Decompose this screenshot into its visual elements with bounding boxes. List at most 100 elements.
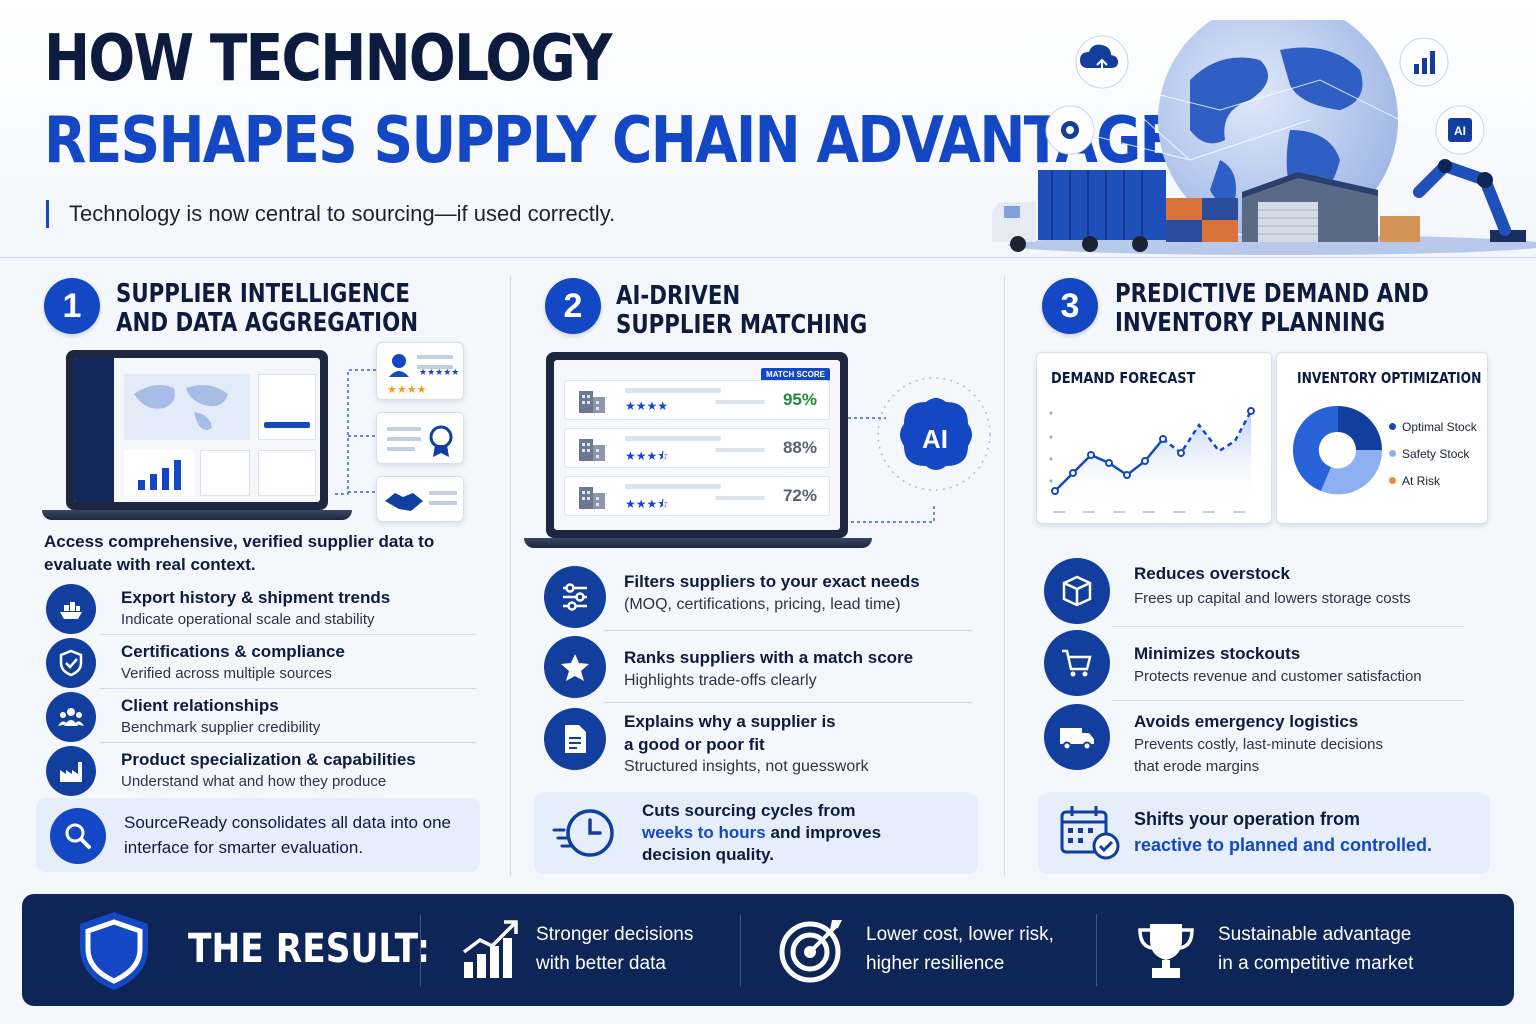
legend-item: Optimal Stock [1389,413,1477,440]
laptop-base [524,538,872,548]
inventory-title: INVENTORY OPTIMIZATION [1297,369,1482,387]
supplier-match-row[interactable]: ★★★⯪ 72% [564,476,830,516]
svg-text:AI: AI [1454,124,1466,138]
building-icon [579,391,605,413]
world-map-icon [124,374,250,440]
column-divider [510,276,511,876]
match-score-value: 95% [782,390,817,409]
feature-title: Reduces overstock [1134,564,1290,583]
section2-title: AI-DRIVEN SUPPLIER MATCHING [616,281,868,340]
divider [740,914,741,986]
section2-callout: Cuts sourcing cycles from weeks to hours… [534,792,978,874]
section3-callout: Shifts your operation from reactive to p… [1038,792,1490,874]
certificate-badge-icon [387,425,453,457]
legend-item: At Risk [1389,467,1477,494]
result-item-3: Sustainable advantage in a competitive m… [1218,924,1414,974]
box-icon [1044,558,1110,624]
section2-number-badge: 2 [545,278,601,334]
feature-desc: Structured insights, not guesswork [624,758,869,775]
supplier-dashboard-laptop [66,350,328,510]
user-rating-icon: ★★★★ ★★★★★ [387,354,459,396]
feature-desc-line1: Prevents costly, last-minute decisions [1134,736,1383,753]
feature-desc: Frees up capital and lowers storage cost… [1134,590,1411,607]
feature-desc: Verified across multiple sources [121,665,332,682]
divider [100,634,476,635]
trophy-icon [1138,924,1194,978]
cloud-upload-icon [1075,35,1129,89]
inventory-optimization-card: INVENTORY OPTIMIZATION Optimal Stock Saf… [1276,352,1488,524]
match-score-value: 88% [782,438,817,457]
ai-chip-icon: AI [1435,105,1485,155]
result-item-1: Stronger decisions with better data [536,924,694,974]
feature-title-line1: Explains why a supplier is [624,712,836,731]
factory-icon [46,746,96,796]
feature-title: Ranks suppliers with a match score [624,648,914,667]
feature-desc: Benchmark supplier credibility [121,719,321,736]
page-title-line1: HOW TECHNOLOGY [44,22,613,96]
supplier-match-row[interactable]: ★★★⯪ 88% [564,428,830,468]
result-bar: THE RESULT: Stronger decisions with bett… [22,894,1514,1006]
feature-title-line2: a good or poor fit [624,735,765,754]
section1-callout: SourceReady consolidates all data into o… [36,798,480,872]
divider [100,688,476,689]
feature-desc-line2: that erode margins [1134,758,1260,775]
bar-chart-icon [124,450,194,496]
callout-text: Shifts your operation from reactive to p… [1134,809,1433,855]
divider [100,742,476,743]
shield-icon [80,912,148,990]
target-icon [779,920,842,983]
supplier-matching-laptop: MATCH SCORE ★★★★ 95% ★★★⯪ 88% ★★★⯪ 72% [546,352,848,538]
divider [1112,700,1464,701]
demand-forecast-line-chart [1049,407,1255,513]
result-item-2: Lower cost, lower risk, higher resilienc… [866,924,1054,974]
legend-item: Safety Stock [1389,440,1477,467]
magnifier-icon [50,808,106,864]
building-icon [579,487,605,509]
shield-check-icon [46,638,96,688]
demand-forecast-card: DEMAND FORECAST [1036,352,1272,524]
divider [604,702,972,703]
sliders-icon [544,566,606,628]
star-rating: ★★★⯪ [625,449,669,463]
section3-number-badge: 3 [1042,278,1098,334]
page-subtitle: Technology is now central to sourcing—if… [46,200,615,228]
laptop-base [42,510,352,520]
truck-icon [1044,704,1110,770]
feature-title: Avoids emergency logistics [1134,712,1359,731]
section1-title: SUPPLIER INTELLIGENCE AND DATA AGGREGATI… [116,279,419,338]
match-score-badge: MATCH SCORE [761,368,830,381]
supplier-profile-card: ★★★★ ★★★★★ [376,342,464,400]
svg-text:★★★★★: ★★★★★ [419,368,459,378]
hero-illustration: AI [992,20,1536,255]
result-title: THE RESULT: [188,926,430,972]
divider [420,914,421,986]
fast-clock-icon [552,809,614,857]
section1-number-badge: 1 [44,278,100,334]
divider [1112,626,1464,627]
ship-icon [46,584,96,634]
star-icon [544,636,606,698]
feature-title: Filters suppliers to your exact needs [624,572,920,591]
feature-title: Product specialization & capabilities [121,750,416,769]
ai-brain-graphic: AI [848,377,991,523]
calendar-check-icon [1060,806,1120,860]
star-rating: ★★★★ [625,399,669,413]
divider [604,630,972,631]
document-icon [544,708,606,770]
handshake-icon [385,491,457,511]
gear-icon [1045,105,1095,155]
section1-lead: Access comprehensive, verified supplier … [44,532,435,574]
supplier-match-row[interactable]: ★★★★ 95% [564,380,830,420]
feature-desc: Highlights trade-offs clearly [624,672,817,689]
feature-desc: Indicate operational scale and stability [121,611,375,628]
inventory-donut-chart [1292,405,1383,495]
cargo-containers-icon [1166,198,1238,242]
brain-icon: AI [900,398,972,470]
feature-desc: Protects revenue and customer satisfacti… [1134,668,1422,685]
svg-text:AI: AI [922,424,948,454]
feature-title: Client relationships [121,696,279,715]
match-score-value: 72% [782,486,817,505]
star-rating: ★★★⯪ [625,497,669,511]
demand-forecast-title: DEMAND FORECAST [1051,369,1196,387]
callout-text: Cuts sourcing cycles from weeks to hours… [642,801,882,864]
